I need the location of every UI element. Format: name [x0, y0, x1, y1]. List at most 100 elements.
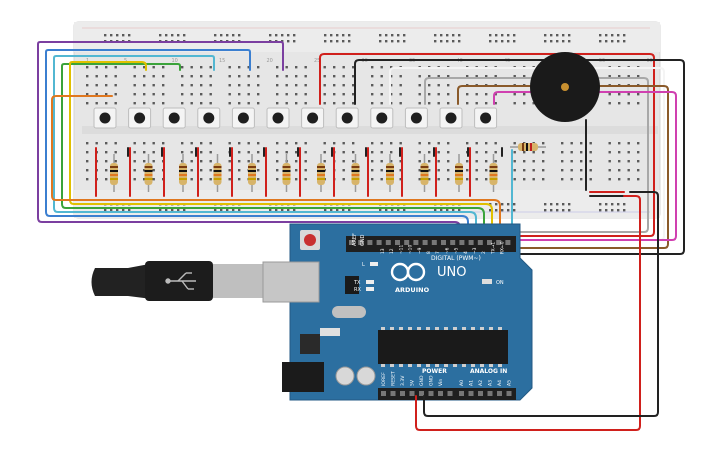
header-pin — [496, 240, 502, 245]
column-number: 25 — [314, 58, 320, 64]
chip-leg — [381, 327, 385, 330]
resistor-band — [351, 178, 360, 180]
rail-hole — [452, 34, 455, 37]
breadboard-hole — [257, 169, 260, 172]
breadboard-hole — [114, 102, 117, 105]
rail-hole — [159, 34, 162, 37]
usb-b-cable — [91, 261, 265, 301]
rail-hole — [403, 209, 406, 212]
rail-hole — [556, 203, 559, 206]
breadboard-hole — [466, 160, 469, 163]
breadboard-hole — [523, 151, 526, 154]
breadboard-hole — [342, 151, 345, 154]
breadboard-hole — [86, 102, 89, 105]
breadboard-hole — [618, 93, 621, 96]
rail-hole — [599, 203, 602, 206]
chip-leg — [471, 364, 475, 367]
rail-hole — [385, 209, 388, 212]
breadboard-hole — [276, 142, 279, 145]
breadboard-hole — [105, 151, 108, 154]
breadboard-hole — [285, 66, 288, 69]
breadboard-hole — [133, 142, 136, 145]
breadboard-hole — [627, 160, 630, 163]
breadboard-hole — [228, 169, 231, 172]
breadboard-hole — [532, 160, 535, 163]
breadboard-hole — [152, 66, 155, 69]
wire — [45, 49, 469, 241]
rail-hole — [379, 40, 382, 43]
rail-hole — [501, 40, 504, 43]
breadboard-hole — [304, 160, 307, 163]
resistor-band — [386, 170, 394, 172]
breadboard-hole — [371, 151, 374, 154]
breadboard-hole — [371, 142, 374, 145]
breadboard-hole — [380, 84, 383, 87]
breadboard-hole — [342, 169, 345, 172]
resistor-band — [489, 170, 498, 172]
breadboard-hole — [637, 151, 640, 154]
breadboard-hole — [342, 93, 345, 96]
breadboard-hole — [105, 66, 108, 69]
breadboard-hole — [513, 93, 516, 96]
breadboard-hole — [257, 178, 260, 181]
rail-hole — [458, 34, 461, 37]
resistor-band — [179, 170, 187, 172]
breadboard-hole — [247, 151, 250, 154]
resistor-band — [110, 166, 118, 168]
rail-hole — [495, 40, 498, 43]
rail-hole — [110, 209, 113, 212]
wire — [415, 195, 641, 431]
rail-hole — [348, 40, 351, 43]
rail-hole — [324, 34, 327, 37]
rail-hole — [611, 203, 614, 206]
reset-button[interactable] — [304, 234, 316, 246]
breadboard-hole — [513, 160, 516, 163]
breadboard-hole — [342, 75, 345, 78]
breadboard-hole — [228, 66, 231, 69]
pushbutton-cap — [307, 112, 319, 124]
rail-hole — [385, 34, 388, 37]
rail-hole — [330, 40, 333, 43]
chip-leg — [453, 364, 457, 367]
breadboard-hole — [190, 84, 193, 87]
breadboard-hole — [295, 66, 298, 69]
pushbutton-cap — [480, 112, 492, 124]
breadboard-hole — [618, 169, 621, 172]
wire — [423, 191, 659, 417]
breadboard-hole — [228, 84, 231, 87]
analog-pin-label: A1 — [469, 380, 475, 386]
breadboard-hole — [428, 93, 431, 96]
power-jack — [282, 362, 324, 392]
power-pin-label: IOREF — [381, 372, 387, 386]
breadboard-hole — [342, 84, 345, 87]
breadboard-hole — [86, 66, 89, 69]
breadboard-hole — [390, 142, 393, 145]
breadboard-hole — [627, 169, 630, 172]
header-pin — [428, 391, 434, 396]
breadboard-hole — [608, 151, 611, 154]
breadboard-hole — [209, 151, 212, 154]
analog-pin-label: A3 — [488, 380, 494, 386]
breadboard-hole — [352, 75, 355, 78]
breadboard-hole — [143, 66, 146, 69]
breadboard-hole — [523, 160, 526, 163]
breadboard-hole — [152, 75, 155, 78]
rail-hole — [446, 209, 449, 212]
buzzer-center — [561, 83, 569, 91]
breadboard-hole — [323, 84, 326, 87]
breadboard-hole — [380, 160, 383, 163]
header-pin — [487, 240, 492, 245]
analog-label: ANALOG IN — [470, 368, 507, 375]
wires — [37, 41, 685, 255]
breadboard-hole — [485, 151, 488, 154]
breadboard-hole — [114, 75, 117, 78]
digital-pin-label: 7 — [435, 251, 441, 254]
breadboard-hole — [228, 75, 231, 78]
breadboard-hole — [608, 169, 611, 172]
wire — [424, 77, 649, 233]
wire — [319, 53, 655, 237]
breadboard-hole — [190, 142, 193, 145]
rail-hole — [562, 40, 565, 43]
power-pin-label: 3.3V — [400, 375, 406, 386]
